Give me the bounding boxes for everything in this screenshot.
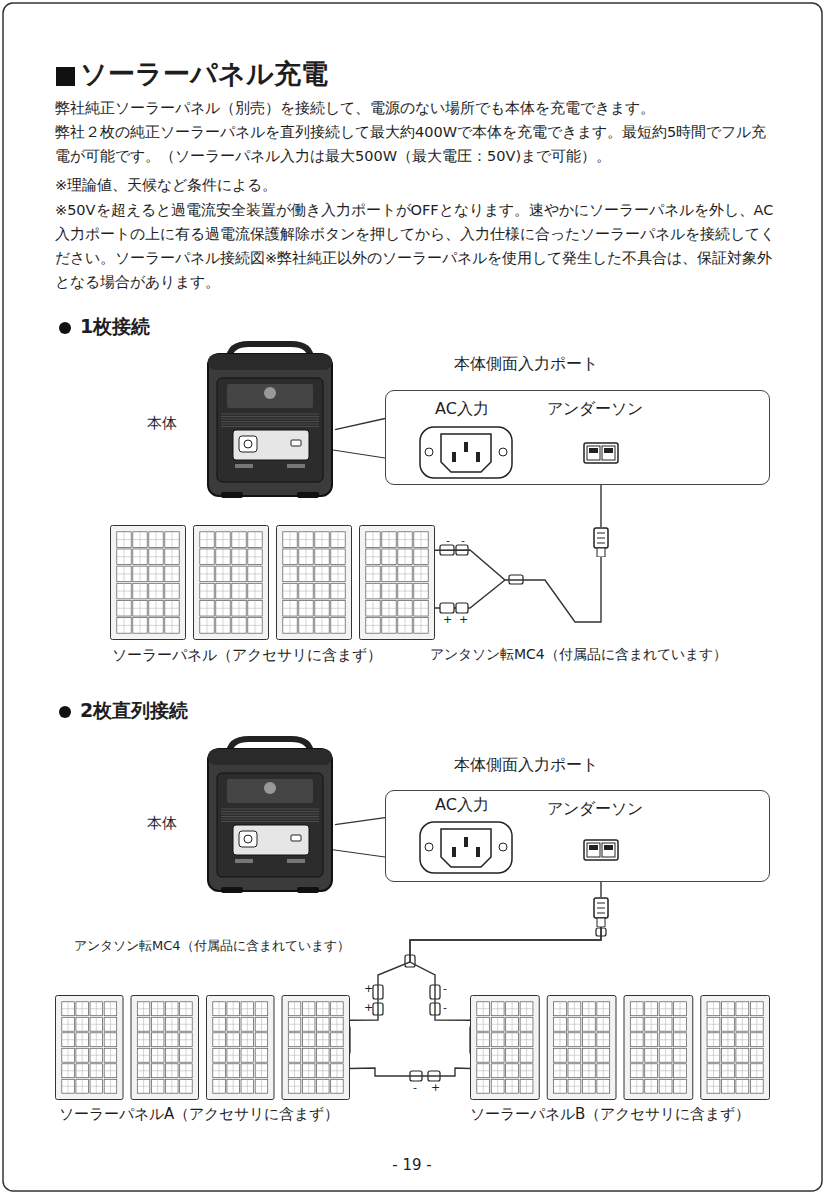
node-label: 本体 <box>147 414 177 432</box>
bullet <box>59 706 71 718</box>
node-label: AC入力 <box>435 795 489 814</box>
bullet <box>59 322 71 334</box>
cable <box>350 1068 470 1076</box>
node-label: アンダーソン <box>547 799 643 818</box>
adapter-cable: アンタソン転MC4（付属品に含まれています） <box>592 897 610 927</box>
input-port-panel: 本体側面入力ポートAC入力アンダーソン <box>385 790 770 882</box>
section-heading: 2枚直列接続 <box>80 699 188 722</box>
cable <box>410 927 601 1020</box>
power-station: 本体 <box>205 735 335 895</box>
polarity-mark: + <box>459 613 468 626</box>
cable <box>335 419 385 430</box>
body-text: 弊社２枚の純正ソーラーパネルを直列接続して最大約400Wで本体を充電できます。最… <box>55 120 775 168</box>
polarity-mark: - <box>461 534 465 547</box>
page-number: - 19 - <box>362 1153 462 1177</box>
polarity-mark: - <box>413 1081 417 1094</box>
node-label: ソーラーパネルB（アクセサリに含まず） <box>470 1105 750 1123</box>
note-text: ※理論値、天候など条件による。 <box>55 173 775 197</box>
body-text: 弊社純正ソーラーパネル（別売）を接続して、電源のない場所でも本体を充電できます。 <box>55 96 775 120</box>
node-label: 本体側面入力ポート <box>454 354 598 373</box>
solar-panel: ソーラーパネルA（アクセサリに含まず） <box>55 995 350 1100</box>
solar-panel: ソーラーパネル（アクセサリに含まず） <box>110 525 435 640</box>
input-port-panel: 本体側面入力ポートAC入力アンダーソン <box>385 390 770 485</box>
node-label: ソーラーパネルA（アクセサリに含まず） <box>59 1105 339 1123</box>
node-label: 本体 <box>147 814 177 832</box>
node-label: アンタソン転MC4（付属品に含まれています） <box>74 938 350 954</box>
node-label: アンダーソン <box>547 399 643 418</box>
polarity-mark: - <box>443 1001 447 1014</box>
cable <box>435 550 601 622</box>
title-square <box>56 67 75 86</box>
node-label: 本体側面入力ポート <box>454 755 598 774</box>
solar-panel: ソーラーパネルB（アクセサリに含まず） <box>470 995 770 1100</box>
note-text: ※50Vを超えると過電流安全装置が働き入力ポートがOFFとなります。速やかにソー… <box>55 198 775 294</box>
anderson-port: アンダーソン <box>583 442 619 464</box>
page-title: ソーラーパネル充電 <box>80 58 328 90</box>
polarity-mark: - <box>443 982 447 995</box>
polarity-mark: - <box>446 534 450 547</box>
polarity-mark: + <box>443 613 452 626</box>
node-label: ソーラーパネル（アクセサリに含まず） <box>112 646 382 664</box>
ac-inlet: AC入力 <box>419 821 513 874</box>
page-border <box>3 3 822 1191</box>
anderson-port: アンダーソン <box>583 839 619 861</box>
power-station: 本体 <box>205 340 335 500</box>
ac-inlet: AC入力 <box>419 426 513 479</box>
polarity-mark: + <box>364 1001 373 1014</box>
polarity-mark: + <box>364 982 373 995</box>
section-heading: 1枚接続 <box>80 315 150 338</box>
node-label: AC入力 <box>435 399 489 418</box>
cable <box>335 818 385 825</box>
polarity-mark: + <box>431 1081 440 1094</box>
node-label: アンタソン転MC4（付属品に含まれています） <box>430 646 727 663</box>
adapter-cable: アンタソン転MC4（付属品に含まれています） <box>592 527 610 557</box>
